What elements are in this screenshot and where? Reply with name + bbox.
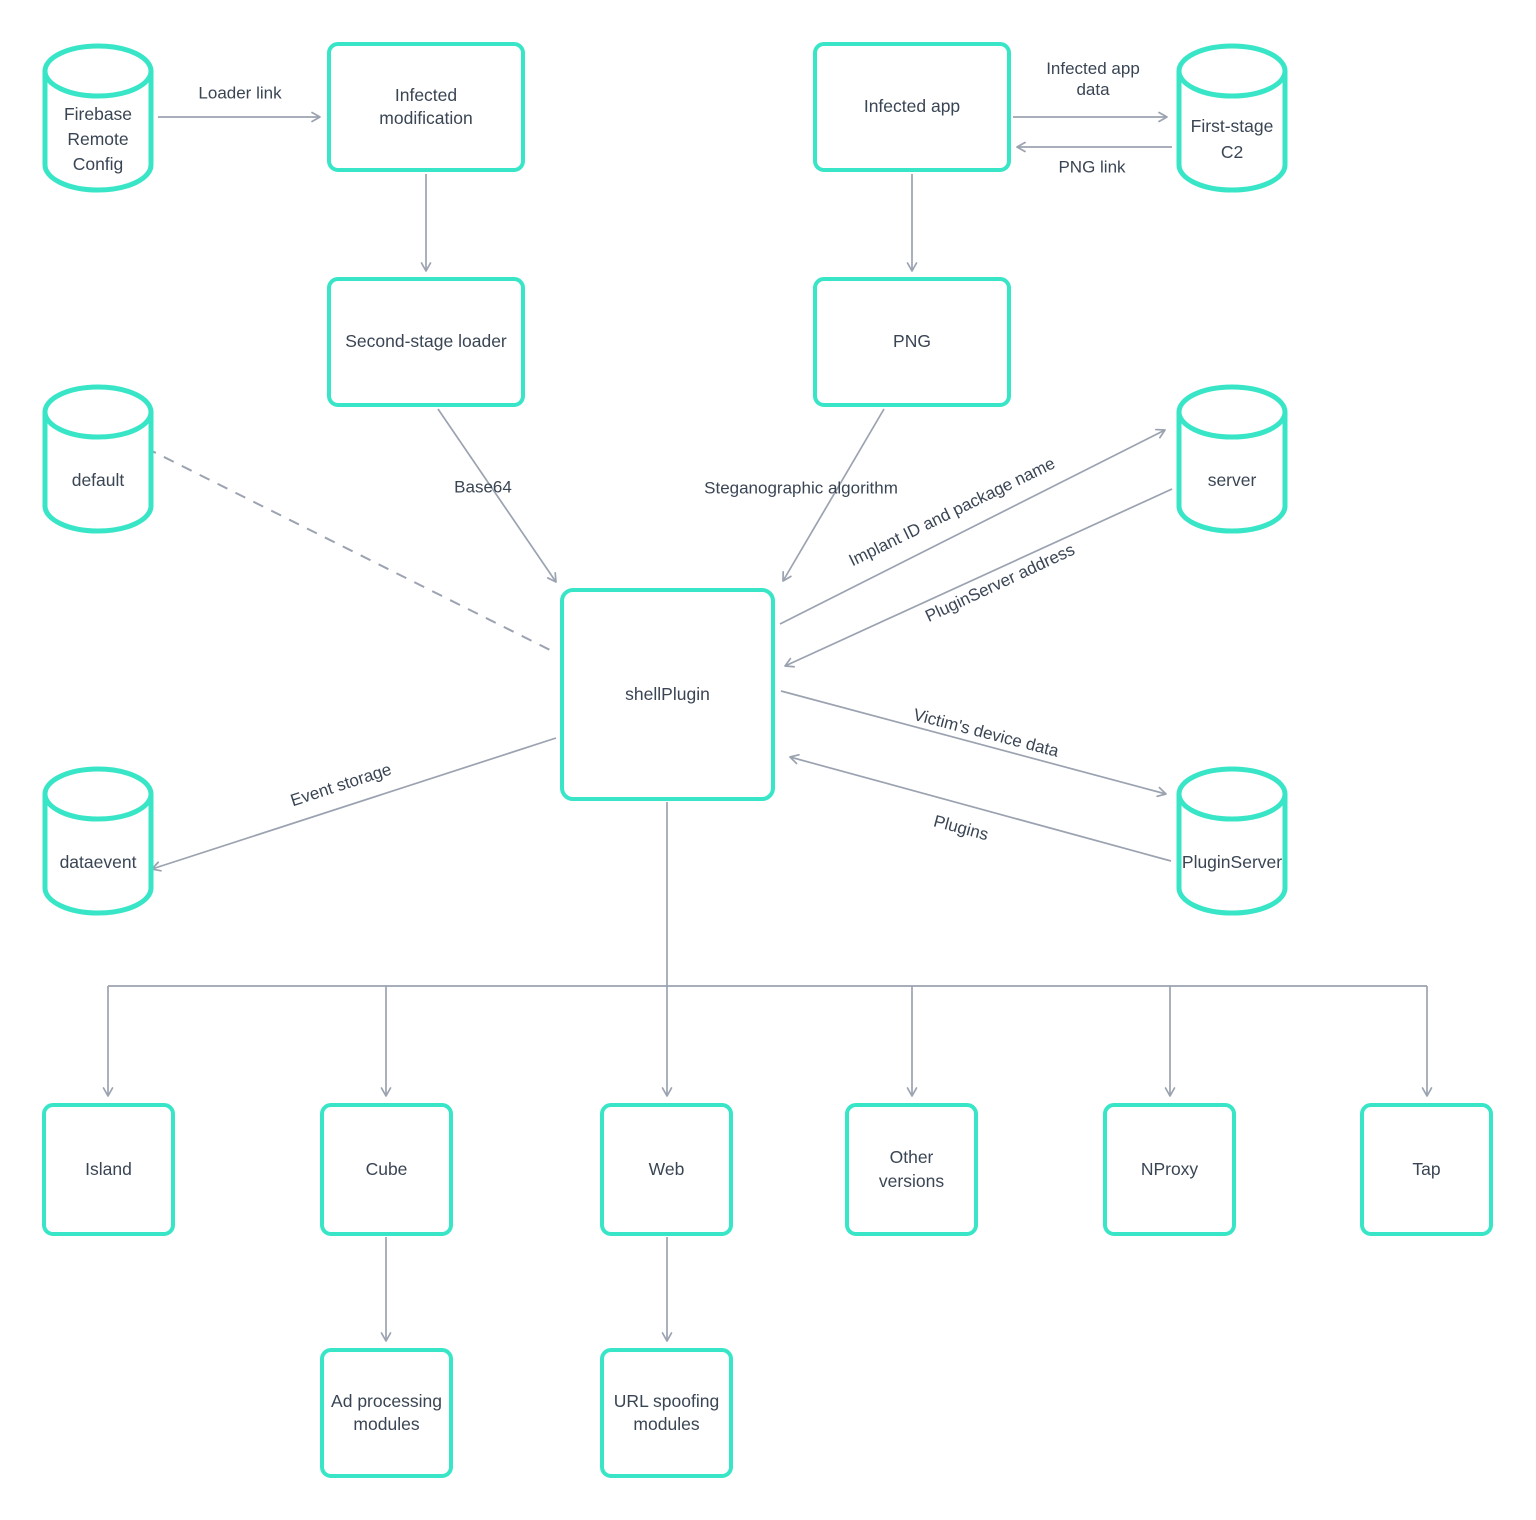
database-icon <box>1176 43 1288 193</box>
node-label: First-stage C2 <box>1190 116 1274 162</box>
edge-default-dashed <box>145 447 557 654</box>
edge-steganographic <box>782 408 885 582</box>
node-web: Web <box>600 1103 733 1236</box>
database-icon <box>42 384 154 534</box>
node-label: Tap <box>1412 1158 1441 1179</box>
node-url-spoofing-modules: URL spoofing modules <box>600 1348 733 1478</box>
node-tap: Tap <box>1360 1103 1493 1236</box>
database-icon <box>42 766 154 916</box>
node-other-versions: Other versions <box>845 1103 978 1236</box>
node-label: Infected app <box>863 96 961 117</box>
node-label: server <box>1207 469 1257 490</box>
node-label: URL spoofing modules <box>613 1390 720 1434</box>
node-label: dataevent <box>59 851 137 872</box>
edge-label-steganographic: Steganographic algorithm <box>704 478 898 498</box>
database-icon <box>42 43 154 193</box>
database-icon <box>1176 384 1288 534</box>
edge-label-loader-link: Loader link <box>198 83 282 103</box>
node-second-stage-loader: Second-stage loader <box>327 277 525 407</box>
edge-label-base64: Base64 <box>454 477 512 497</box>
node-infected-app: Infected app <box>813 42 1011 172</box>
edge-label-png-link: PNG link <box>1058 157 1126 177</box>
node-label: Second-stage loader <box>345 331 507 352</box>
node-label: PNG <box>893 331 931 352</box>
edge-pluginserver-address <box>784 488 1173 668</box>
edge-plugins <box>789 753 1172 862</box>
node-firebase-remote-config: Firebase Remote Config <box>40 42 156 195</box>
edge-branch-trunk <box>108 802 1427 987</box>
edge-implant-id <box>779 428 1166 625</box>
node-first-stage-c2: First-stage C2 <box>1174 42 1290 195</box>
node-server-db: server <box>1174 383 1290 536</box>
node-dataevent-db: dataevent <box>40 765 156 918</box>
node-label: Firebase Remote Config <box>63 103 133 175</box>
node-label: Ad processing modules <box>331 1390 442 1434</box>
node-infected-modification: Infected modification <box>327 42 525 172</box>
database-icon <box>1176 766 1288 916</box>
node-png: PNG <box>813 277 1011 407</box>
edge-victims-device-data <box>780 690 1167 798</box>
node-default-db: default <box>40 383 156 536</box>
node-label: default <box>71 469 125 490</box>
node-label: Other versions <box>878 1147 945 1191</box>
node-label: Infected modification <box>379 84 473 128</box>
node-label: shellPlugin <box>625 683 710 704</box>
edge-event-storage <box>151 737 557 872</box>
node-label: PluginServer <box>1181 851 1283 872</box>
node-ad-processing-modules: Ad processing modules <box>320 1348 453 1478</box>
node-cube: Cube <box>320 1103 453 1236</box>
node-nproxy: NProxy <box>1103 1103 1236 1236</box>
node-pluginserver-db: PluginServer <box>1174 765 1290 918</box>
node-label: Island <box>85 1158 132 1179</box>
node-label: Cube <box>365 1158 408 1179</box>
node-island: Island <box>42 1103 175 1236</box>
node-label: NProxy <box>1140 1158 1199 1179</box>
edge-base64 <box>437 408 557 583</box>
edge-label-infected-app-data: Infected app data <box>1046 58 1140 99</box>
node-shellplugin: shellPlugin <box>560 588 775 801</box>
node-label: Web <box>648 1158 685 1179</box>
